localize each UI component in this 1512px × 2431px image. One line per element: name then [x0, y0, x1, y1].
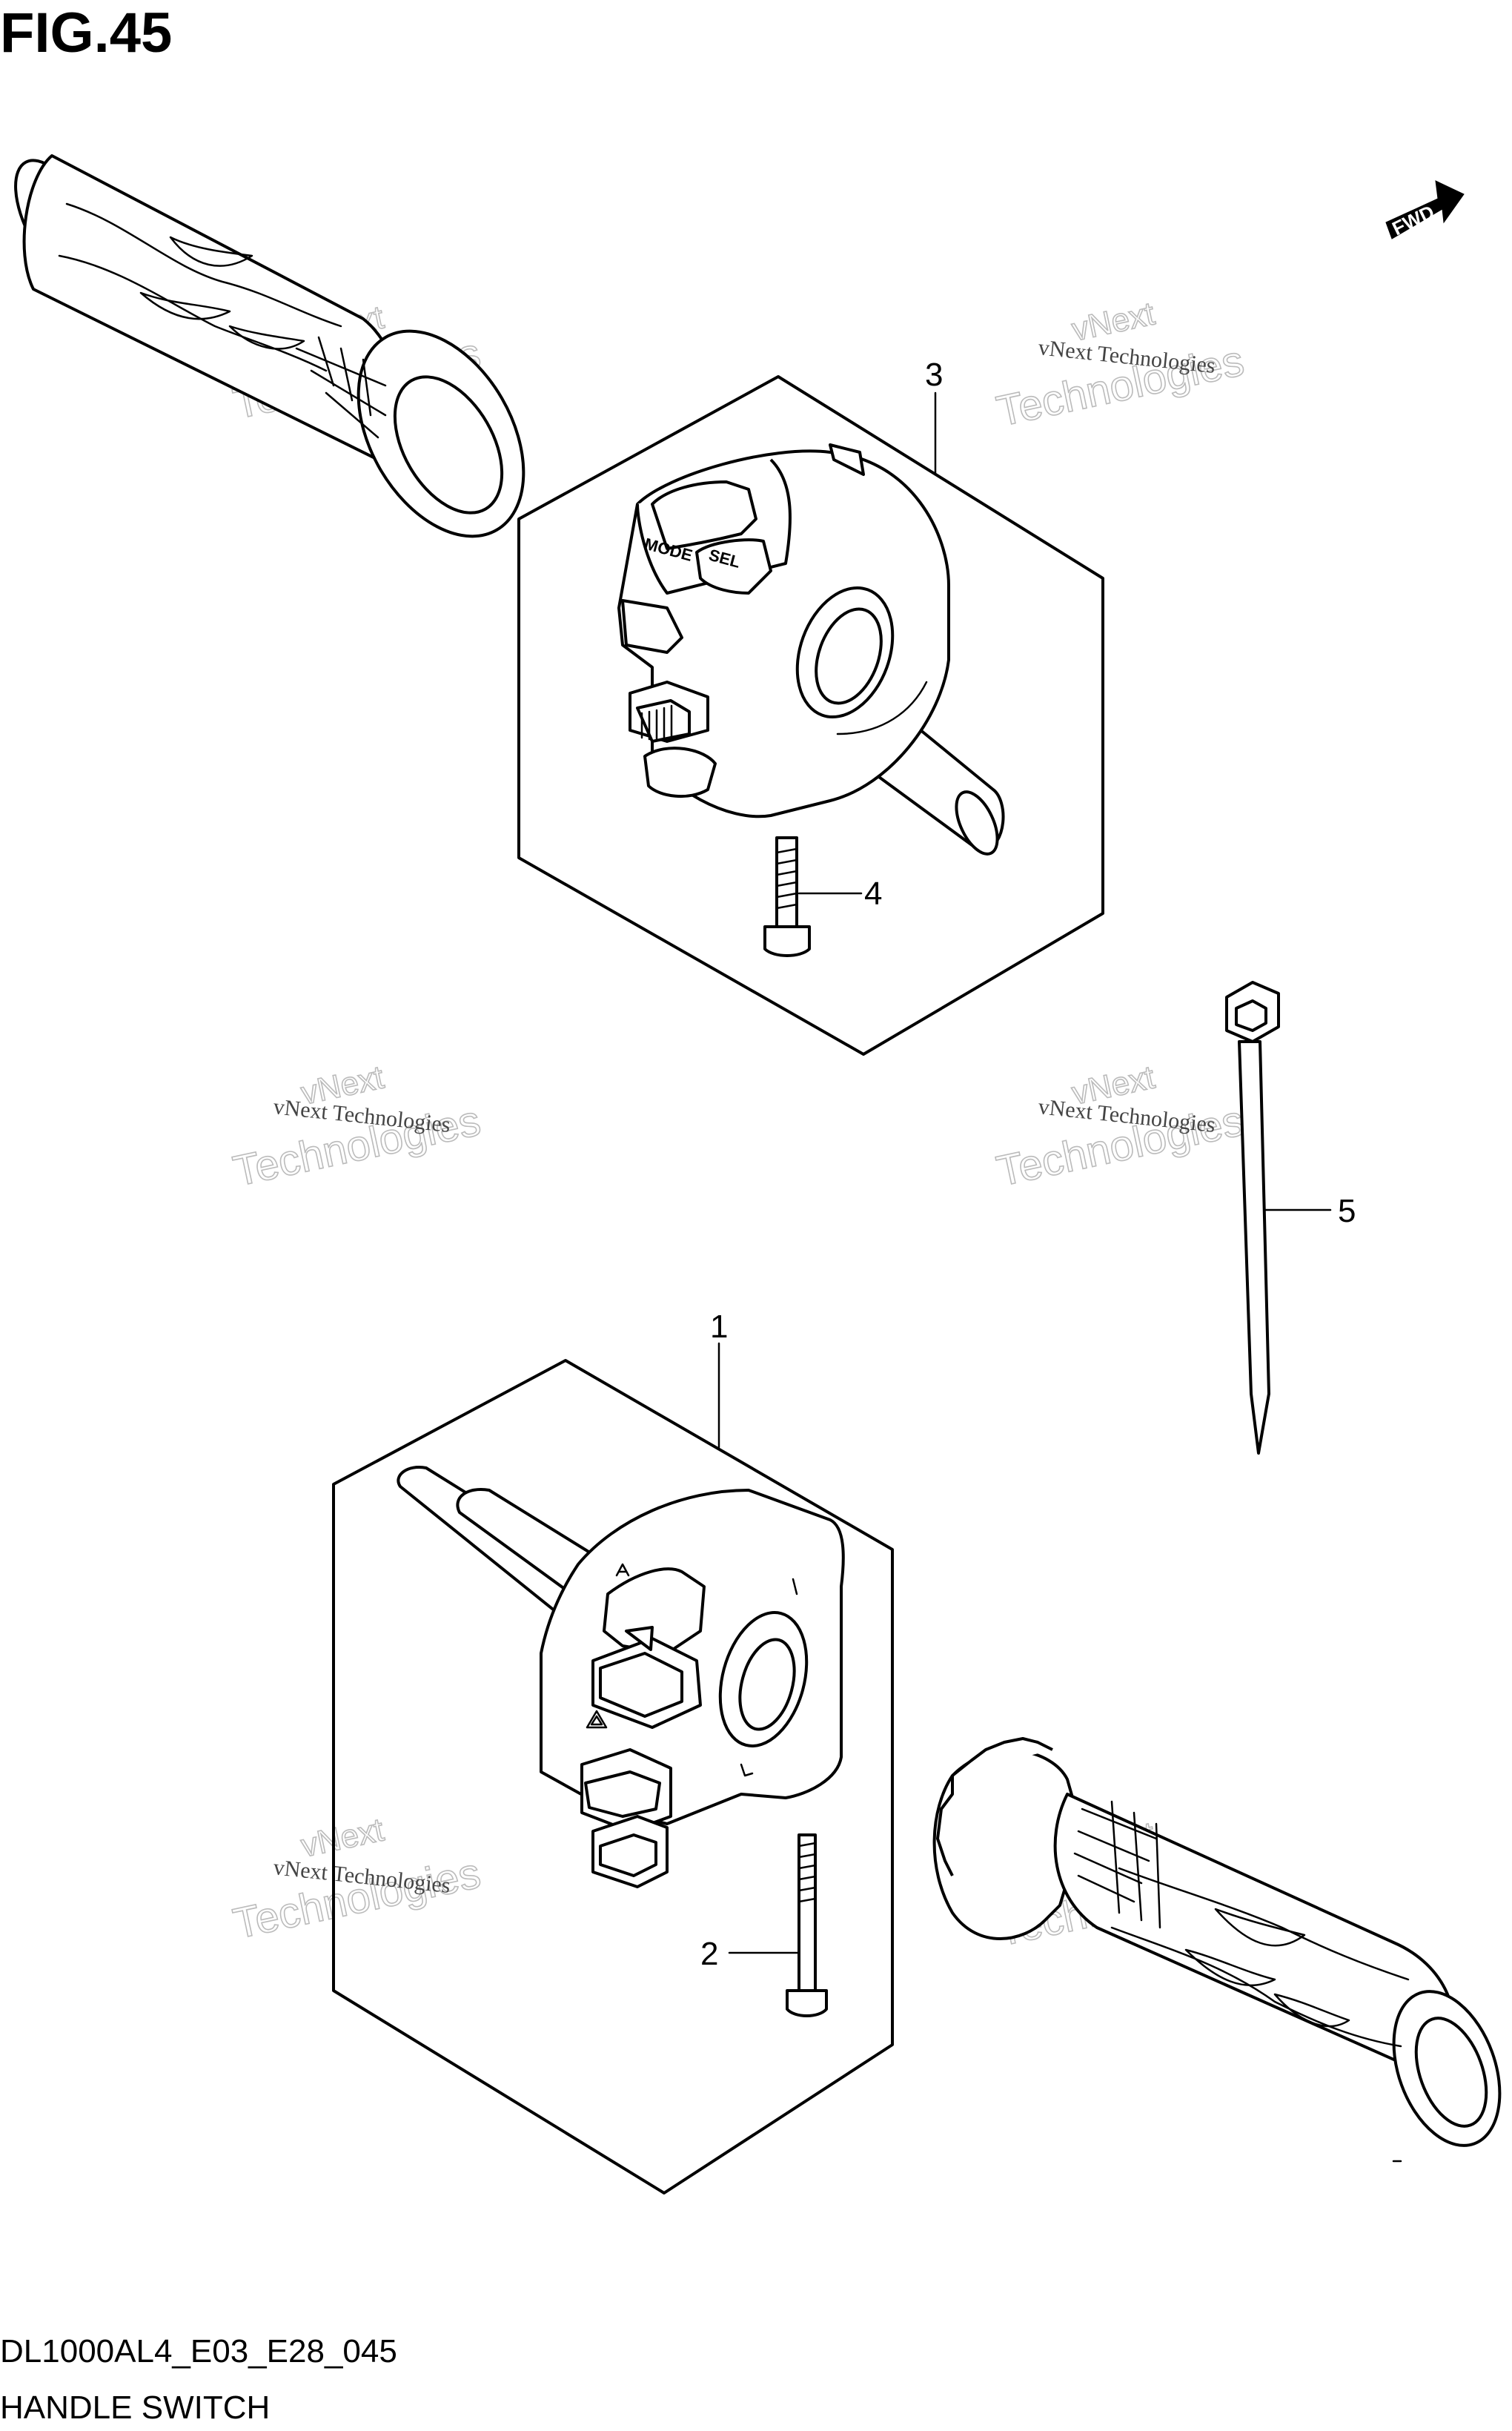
- fwd-arrow-icon: FWD: [1385, 180, 1465, 239]
- callout-5: 5: [1263, 1193, 1356, 1229]
- callout-3: 3: [925, 357, 943, 476]
- callout-number-3: 3: [925, 357, 943, 393]
- headlight-icon: [615, 1563, 630, 1577]
- callout-number-1: 1: [710, 1309, 728, 1345]
- model-code: DL1000AL4_E03_E28_045: [0, 2333, 397, 2369]
- cable-tie: [1225, 981, 1280, 1455]
- callout-number-4: 4: [864, 876, 882, 912]
- figure-title: FIG.45: [0, 1, 172, 65]
- left-switch-screw: [786, 1833, 828, 2017]
- hazard-icon: [586, 1710, 608, 1729]
- svg-text:vNext: vNext: [298, 1811, 387, 1864]
- watermark-bottom-left: Technologies vNext vNext Technologies: [228, 1811, 485, 1949]
- right-switch-screw: [763, 836, 811, 957]
- left-handle-grip: [14, 154, 525, 538]
- section-name: HANDLE SWITCH: [0, 2389, 270, 2426]
- watermark-mid-left: Technologies vNext vNext Technologies: [228, 1059, 485, 1197]
- right-switch-kit-outline: [517, 375, 1104, 1056]
- fwd-label: FWD: [1388, 200, 1437, 239]
- right-handle-grip: [932, 1737, 1502, 2163]
- callout-number-2: 2: [700, 1936, 718, 1972]
- callout-number-5: 5: [1338, 1193, 1356, 1229]
- callout-1: 1: [710, 1309, 728, 1449]
- callout-4: 4: [798, 876, 882, 912]
- watermark-mid-right: Technologies vNext vNext Technologies: [992, 1059, 1248, 1197]
- watermark-top-right: Technologies vNext vNext Technologies: [992, 295, 1248, 437]
- left-handle-switch-assembly: [332, 1359, 894, 2194]
- left-switch-kit-outline: [332, 1359, 894, 2194]
- callout-2: 2: [700, 1936, 799, 1972]
- right-handle-switch-assembly: MODE SEL: [517, 375, 1104, 1056]
